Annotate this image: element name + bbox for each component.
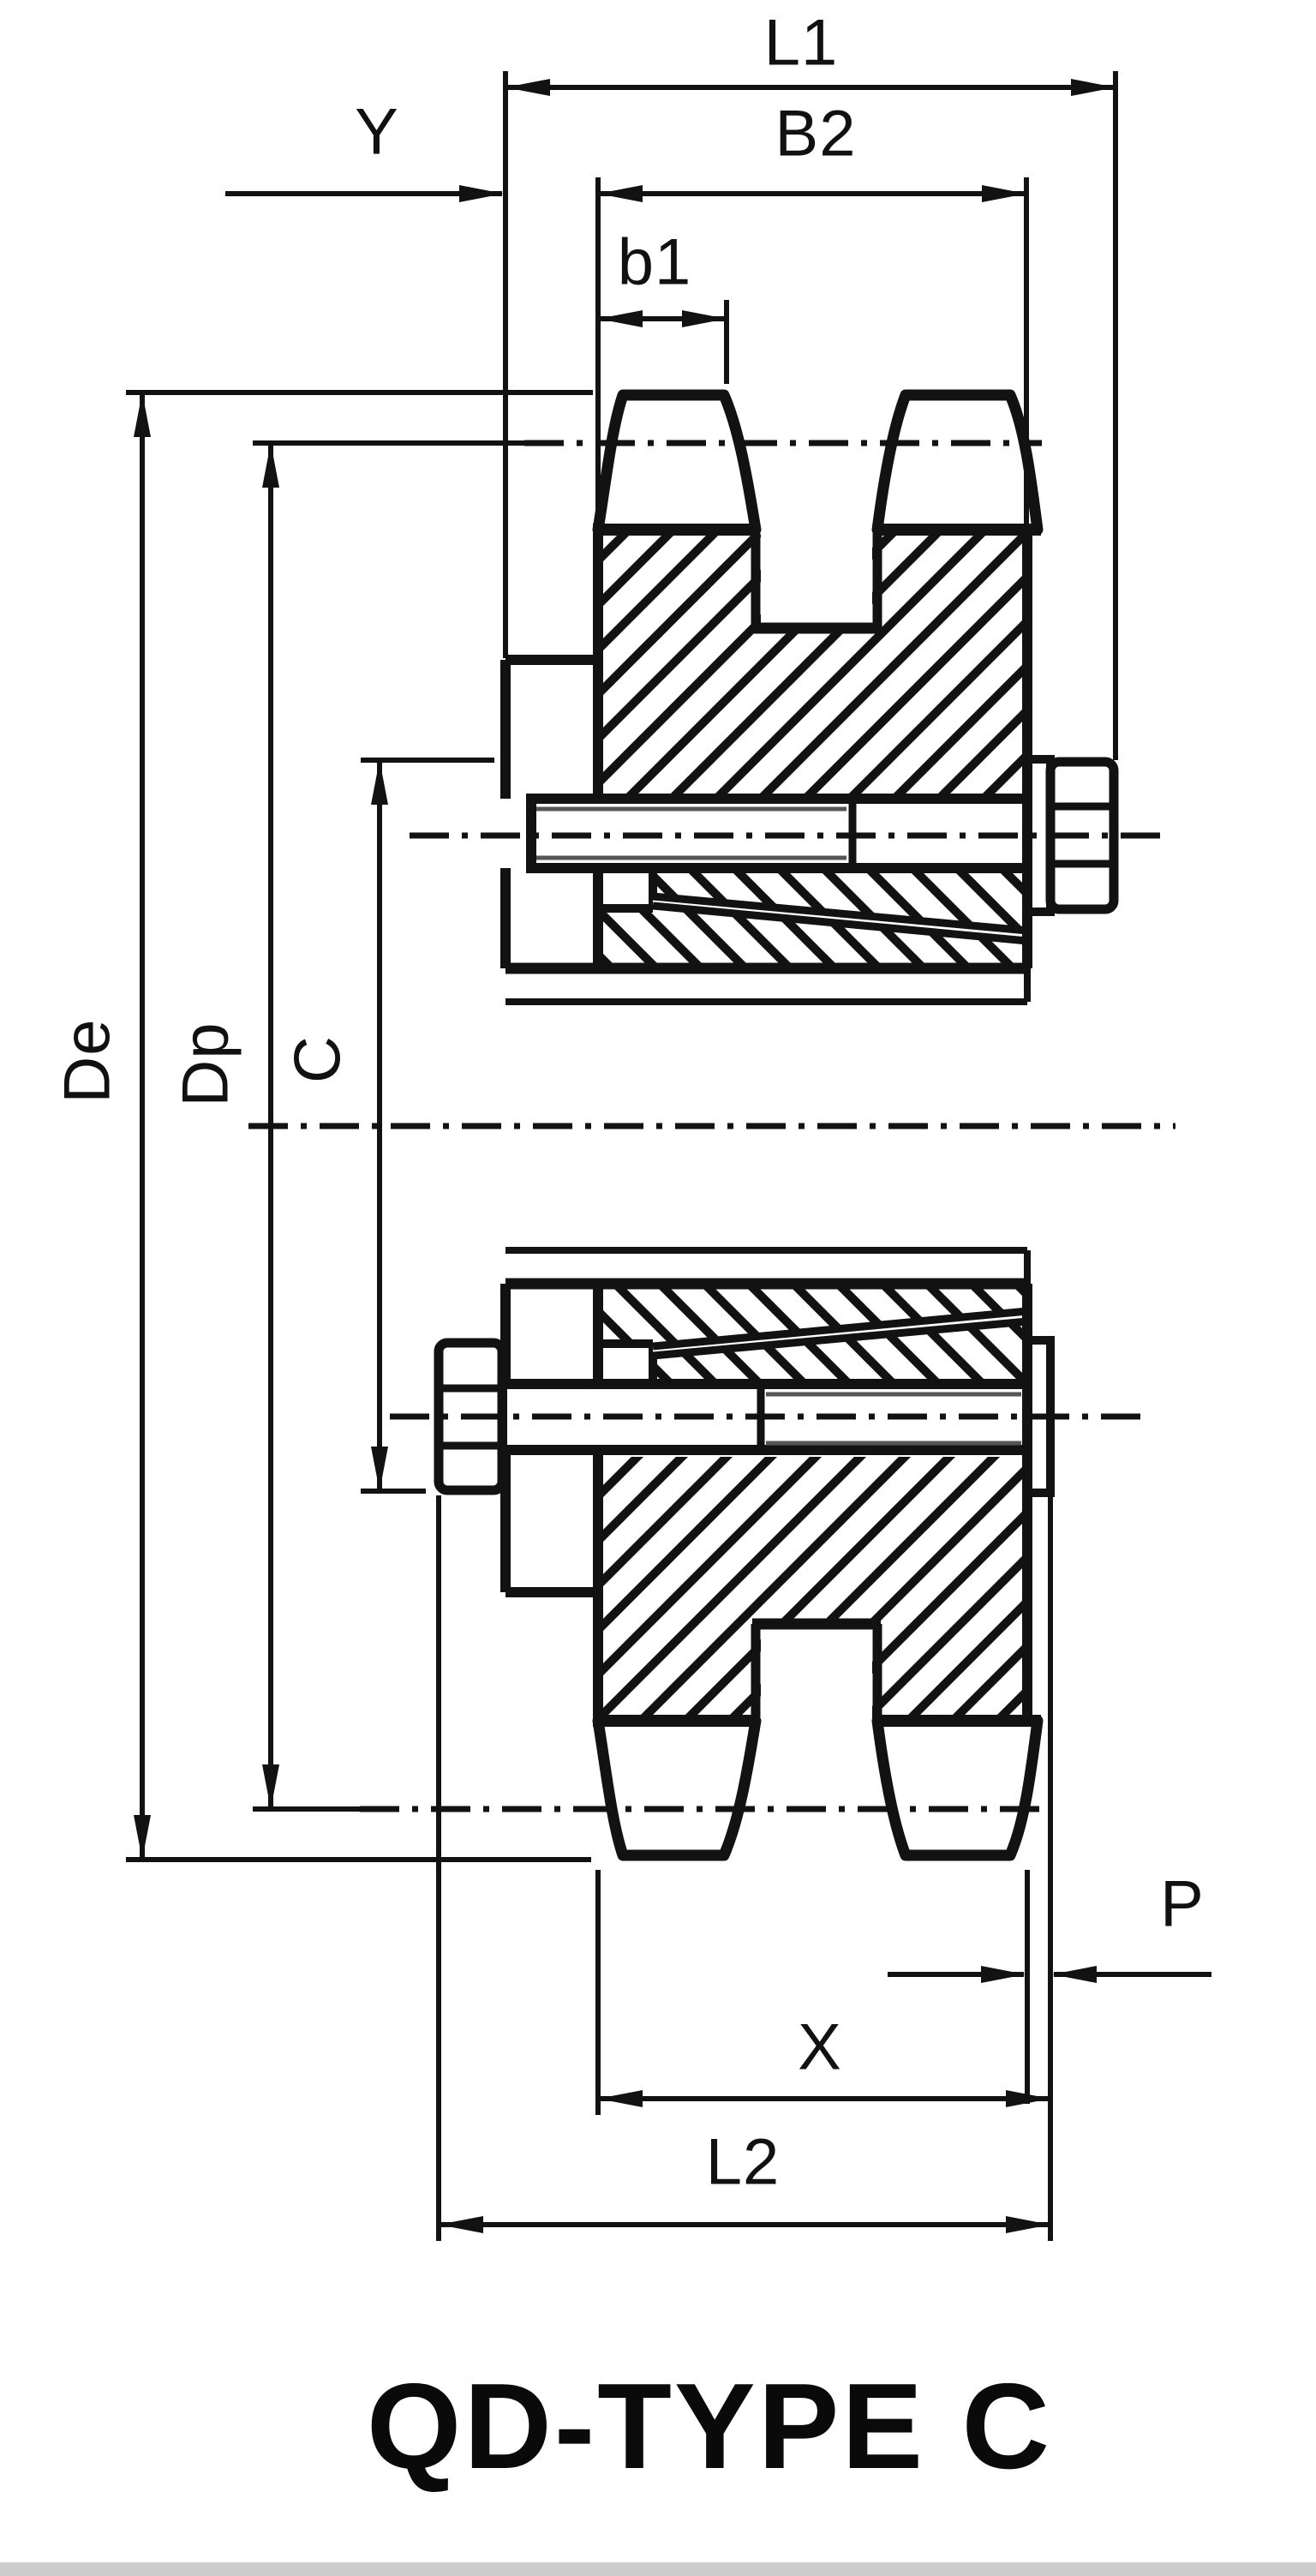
tooth-gap-channel-upper bbox=[751, 514, 882, 634]
bushing-taper-wedge-upper bbox=[652, 892, 1028, 945]
tooth-gap-channel-lower bbox=[751, 1618, 882, 1735]
drawing-title: QD-TYPE C bbox=[366, 2358, 1053, 2495]
tooth-upper-right bbox=[871, 389, 1044, 536]
dim-label-Dp: Dp bbox=[169, 1021, 242, 1107]
dim-label-B2: B2 bbox=[775, 97, 857, 171]
tooth-upper-left bbox=[592, 389, 762, 536]
bushing-taper-wedge-lower bbox=[652, 1307, 1028, 1360]
hub-and-bore-lines bbox=[500, 530, 1032, 1721]
dim-label-L2: L2 bbox=[705, 2125, 781, 2199]
dim-label-C: C bbox=[281, 1035, 355, 1083]
dim-label-L1: L1 bbox=[763, 6, 839, 80]
dim-label-X: X bbox=[798, 2010, 842, 2084]
dim-label-b1: b1 bbox=[617, 225, 692, 299]
sprocket-teeth bbox=[592, 389, 1044, 1861]
dimension-lines bbox=[126, 71, 1211, 2241]
dim-label-De: De bbox=[51, 1018, 124, 1104]
dim-label-Y: Y bbox=[355, 95, 399, 169]
dim-label-P: P bbox=[1160, 1867, 1205, 1941]
tooth-lower-left bbox=[592, 1715, 762, 1861]
bushing-split-notch-upper bbox=[600, 869, 657, 913]
centerlines bbox=[248, 440, 1175, 1812]
page-bottom-bar bbox=[0, 2562, 1316, 2576]
tooth-root-lines bbox=[593, 524, 1041, 1727]
tooth-lower-right bbox=[871, 1715, 1044, 1861]
bushing-split-notch-lower bbox=[600, 1339, 657, 1383]
